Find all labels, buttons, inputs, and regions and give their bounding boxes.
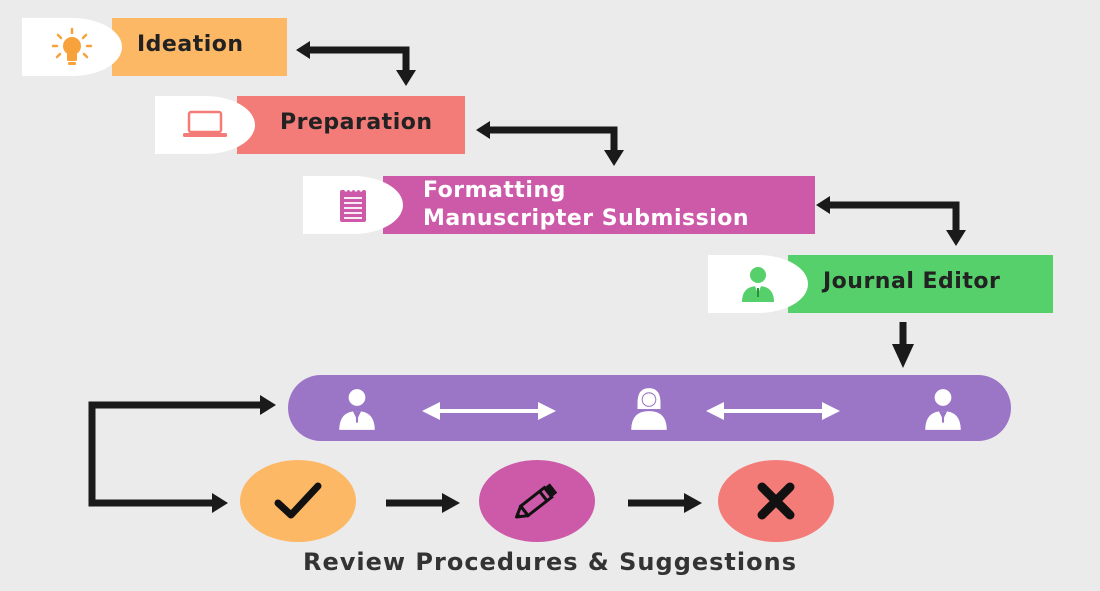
step-ideation-label: Ideation [137, 32, 244, 57]
step-preparation-label: Preparation [280, 110, 433, 135]
outcome-revise [479, 460, 595, 542]
reviewer-man-icon [337, 387, 377, 432]
arrowhead-left-ideation [296, 41, 310, 59]
laptop-icon [183, 110, 227, 137]
step-preparation: Preparation [155, 96, 465, 154]
arrow-formatting-to-editor [826, 201, 960, 232]
step-formatting-icon-badge [303, 176, 403, 234]
arrow-loop-bracket [88, 401, 262, 507]
outcome-accept [240, 460, 356, 542]
reviewer-woman-icon [631, 388, 667, 430]
step-journal-editor-icon-badge [708, 255, 808, 313]
step-journal-editor-label: Journal Editor [823, 269, 1001, 294]
step-preparation-icon-badge [155, 96, 255, 154]
arrow-ideation-to-preparation [306, 46, 410, 72]
arrowhead-left-formatting [816, 196, 830, 214]
editor-person-icon [742, 267, 774, 302]
step-ideation: Ideation [22, 18, 287, 76]
step-preparation-bar [237, 96, 465, 154]
outcome-reject [718, 460, 834, 542]
step-formatting-label-line2: Manuscripter Submission [423, 206, 750, 231]
arrowhead-left-preparation [476, 121, 490, 139]
notepad-icon [340, 188, 366, 222]
step-journal-editor: Journal Editor [708, 255, 1053, 313]
arrow-preparation-to-formatting [486, 126, 618, 152]
step-formatting-label-line1: Formatting [423, 178, 566, 203]
step-formatting-bar [383, 176, 815, 234]
step-ideation-bar [112, 18, 287, 76]
cross-icon [757, 482, 795, 520]
checkmark-icon [274, 482, 322, 519]
step-journal-editor-bar [788, 255, 1053, 313]
step-ideation-icon-badge [22, 18, 122, 76]
lightbulb-icon [51, 27, 93, 65]
diagram-caption: Review Procedures & Suggestions [302, 548, 797, 576]
pencil-icon [515, 483, 558, 519]
reviewer-man-icon [923, 387, 963, 432]
step-formatting: Formatting Manuscripter Submission [303, 176, 815, 234]
